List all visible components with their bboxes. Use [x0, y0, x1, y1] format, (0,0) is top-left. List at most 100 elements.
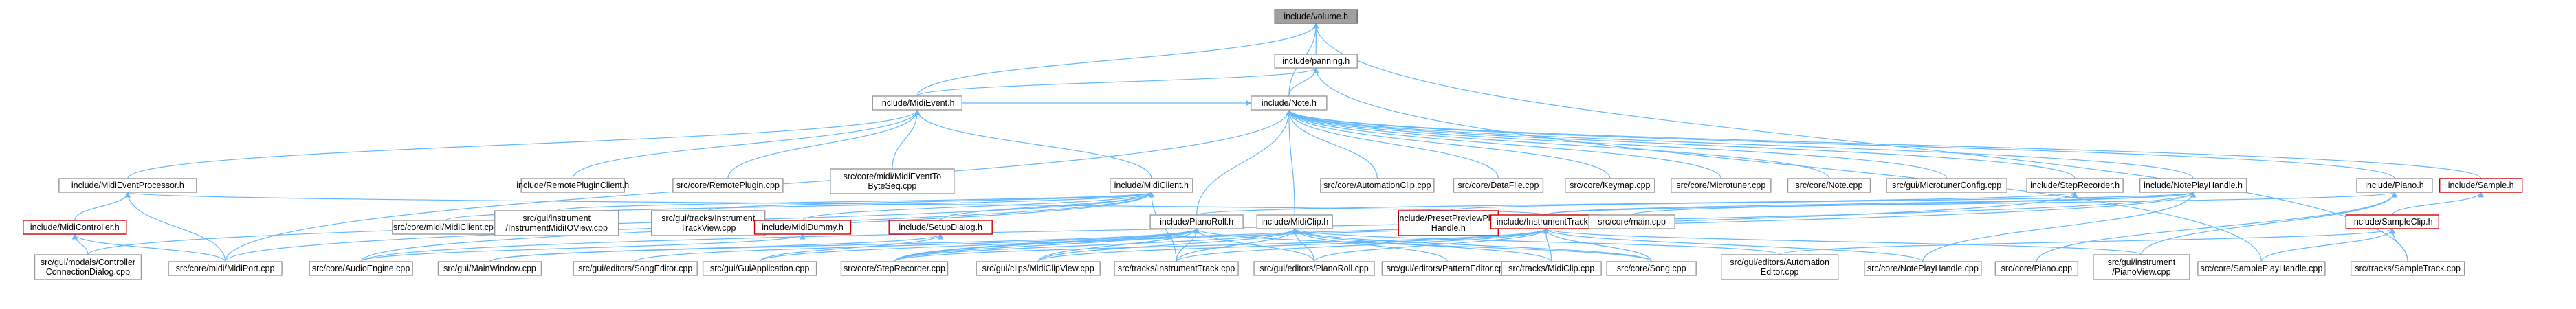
- node-songeditor[interactable]: src/gui/editors/SongEditor.cpp: [573, 261, 698, 276]
- node-label: src/core/SamplePlayHandle.cpp: [2200, 264, 2322, 273]
- edge-noteplayhandle-presetpreview: [1448, 192, 2196, 211]
- node-audioengine[interactable]: src/core/AudioEngine.cpp: [309, 261, 413, 276]
- node-midiport[interactable]: src/core/midi/MidiPort.cpp: [168, 261, 283, 276]
- node-label: include/MidiController.h: [30, 222, 120, 232]
- node-box: [753, 220, 852, 235]
- edge-note-sampleh: [1286, 109, 2482, 179]
- edge-panning-sampleplayhandle: [1313, 67, 2262, 262]
- edge-note-keymap: [1286, 109, 1611, 179]
- node-microtunerconfig[interactable]: src/gui/MicrotunerConfig.cpp: [1886, 178, 2007, 193]
- edge-pianoroll-midiclipview: [1037, 228, 1200, 262]
- node-sampleclip[interactable]: include/SampleClip.h: [2345, 214, 2440, 229]
- node-box: [2139, 178, 2247, 193]
- node-box: [1606, 261, 1697, 276]
- node-label: include/Sample.h: [2448, 181, 2514, 190]
- node-remoteplugclient[interactable]: include/RemotePluginClient.h: [516, 178, 629, 193]
- edge-midievent-remoteplugin: [727, 109, 921, 179]
- edge-sampleclip-sampletrack: [2389, 228, 2408, 262]
- node-label: src/gui/MainWindow.cpp: [443, 264, 536, 273]
- node-datafile[interactable]: src/core/DataFile.cpp: [1453, 178, 1544, 193]
- node-steprecorderh[interactable]: include/StepRecorder.h: [2026, 178, 2124, 193]
- node-pianoview[interactable]: src/gui/instrument/PianoView.cpp: [2093, 254, 2190, 280]
- node-midiclipcpp[interactable]: src/tracks/MidiClip.cpp: [1501, 261, 1602, 276]
- node-remoteplugin[interactable]: src/core/RemotePlugin.cpp: [672, 178, 784, 193]
- node-instrtrackh[interactable]: include/InstrumentTrack.h: [1490, 214, 1602, 229]
- node-midicontroller[interactable]: include/MidiController.h: [23, 220, 127, 235]
- edge-sampleclip-sampleplayhandle: [2260, 228, 2395, 262]
- node-box: [2345, 214, 2440, 229]
- node-box: [1256, 214, 1333, 229]
- edge-instrtrackh-steprecordercpp: [894, 228, 1549, 262]
- node-songcpp[interactable]: src/core/Song.cpp: [1606, 261, 1697, 276]
- node-label: src/gui/MicrotunerConfig.cpp: [1892, 181, 2001, 190]
- node-midieventproc[interactable]: include/MidiEventProcessor.h: [58, 178, 197, 193]
- node-pianoh[interactable]: include/Piano.h: [2356, 178, 2433, 193]
- edge-note-midiclip: [1286, 109, 1295, 216]
- node-midiclipview[interactable]: src/gui/clips/MidiClipView.cpp: [976, 261, 1101, 276]
- node-box: [1787, 178, 1871, 193]
- node-label: include/SetupDialog.h: [899, 222, 982, 232]
- node-midiclientcpp[interactable]: src/core/midi/MidiClient.cpp: [392, 220, 500, 235]
- node-steprecordercpp[interactable]: src/core/StepRecorder.cpp: [840, 261, 949, 276]
- node-panning[interactable]: include/panning.h: [1274, 54, 1358, 69]
- node-label: src/core/AutomationClip.cpp: [1323, 181, 1431, 190]
- node-box: [1994, 261, 2079, 276]
- edge-note-microtunerconfig: [1286, 109, 1948, 179]
- node-noteplayhandlecpp[interactable]: src/core/NotePlayHandle.cpp: [1864, 261, 1982, 276]
- node-box: [1251, 95, 1328, 111]
- node-coremain[interactable]: src/core/main.cpp: [1588, 214, 1675, 229]
- node-box: [1114, 261, 1239, 276]
- node-midiclient[interactable]: include/MidiClient.h: [1110, 178, 1193, 193]
- node-instrmidiioview[interactable]: src/gui/instrument/InstrumentMidiIOView.…: [494, 210, 619, 236]
- node-mididummy[interactable]: include/MidiDummy.h: [753, 220, 852, 235]
- node-setupdialog[interactable]: include/SetupDialog.h: [888, 220, 993, 235]
- edge-midiclip-steprecordercpp: [894, 228, 1298, 262]
- node-automationclip[interactable]: src/core/AutomationClip.cpp: [1320, 178, 1435, 193]
- node-box: [840, 261, 949, 276]
- node-guiapp[interactable]: src/gui/GuiApplication.cpp: [702, 261, 817, 276]
- node-midiclip[interactable]: include/MidiClip.h: [1256, 214, 1333, 229]
- node-midievent[interactable]: include/MidiEvent.h: [872, 95, 962, 111]
- edge-midiclip-midiclipview: [1037, 228, 1298, 262]
- node-label: include/volume.h: [1284, 12, 1348, 21]
- edge-pianoroll-songeditor: [635, 228, 1200, 262]
- node-label: Editor.cpp: [1761, 267, 1799, 277]
- node-box: [1864, 261, 1982, 276]
- edge-midiclip-songcpp: [1292, 228, 1652, 262]
- edge-midiclient-mididummy: [802, 192, 1154, 221]
- node-noteplayhandle[interactable]: include/NotePlayHandle.h: [2139, 178, 2247, 193]
- node-label: include/PresetPreviewPlay: [1398, 214, 1500, 223]
- node-sampleplayhandle[interactable]: src/core/SamplePlayHandle.cpp: [2197, 261, 2326, 276]
- node-sampletrack[interactable]: src/tracks/SampleTrack.cpp: [2350, 261, 2465, 276]
- node-box: [976, 261, 1101, 276]
- node-keymap[interactable]: src/core/Keymap.cpp: [1565, 178, 1655, 193]
- node-pianoroll[interactable]: include/PianoRoll.h: [1149, 214, 1244, 229]
- edge-note-datafile: [1286, 109, 1499, 179]
- edge-instrtrackh-songcpp: [1543, 228, 1652, 262]
- node-box: [1149, 214, 1244, 229]
- node-label: src/gui/clips/MidiClipView.cpp: [982, 264, 1094, 273]
- node-box: [520, 178, 625, 193]
- node-box: [1274, 54, 1358, 69]
- edge-noteplayhandle-coremain: [1631, 192, 2196, 216]
- node-box: [830, 168, 955, 194]
- node-pianocpp[interactable]: src/core/Piano.cpp: [1994, 261, 2079, 276]
- node-pianorollcpp[interactable]: src/gui/editors/PianoRoll.cpp: [1253, 261, 1375, 276]
- edge-midiclip-midiclipcpp: [1292, 228, 1552, 262]
- node-patterneditor[interactable]: src/gui/editors/PatternEditor.cpp: [1381, 261, 1514, 276]
- node-notecpp[interactable]: src/core/Note.cpp: [1787, 178, 1871, 193]
- node-mainwindow[interactable]: src/gui/MainWindow.cpp: [437, 261, 542, 276]
- edge-note-pianoroll: [1196, 109, 1292, 216]
- edge-midievent-midiclient: [914, 109, 1152, 179]
- node-microtuner[interactable]: src/core/Microtuner.cpp: [1671, 178, 1772, 193]
- node-note[interactable]: include/Note.h: [1251, 95, 1328, 111]
- node-sampleh[interactable]: include/Sample.h: [2439, 178, 2523, 193]
- node-instrtrackcpp[interactable]: src/tracks/InstrumentTrack.cpp: [1114, 261, 1239, 276]
- node-controllerconn[interactable]: src/gui/modals/ControllerConnectionDialo…: [34, 254, 142, 280]
- edge-setupdialog-guiapp: [759, 233, 944, 262]
- node-label: src/gui/editors/Automation: [1730, 258, 1829, 267]
